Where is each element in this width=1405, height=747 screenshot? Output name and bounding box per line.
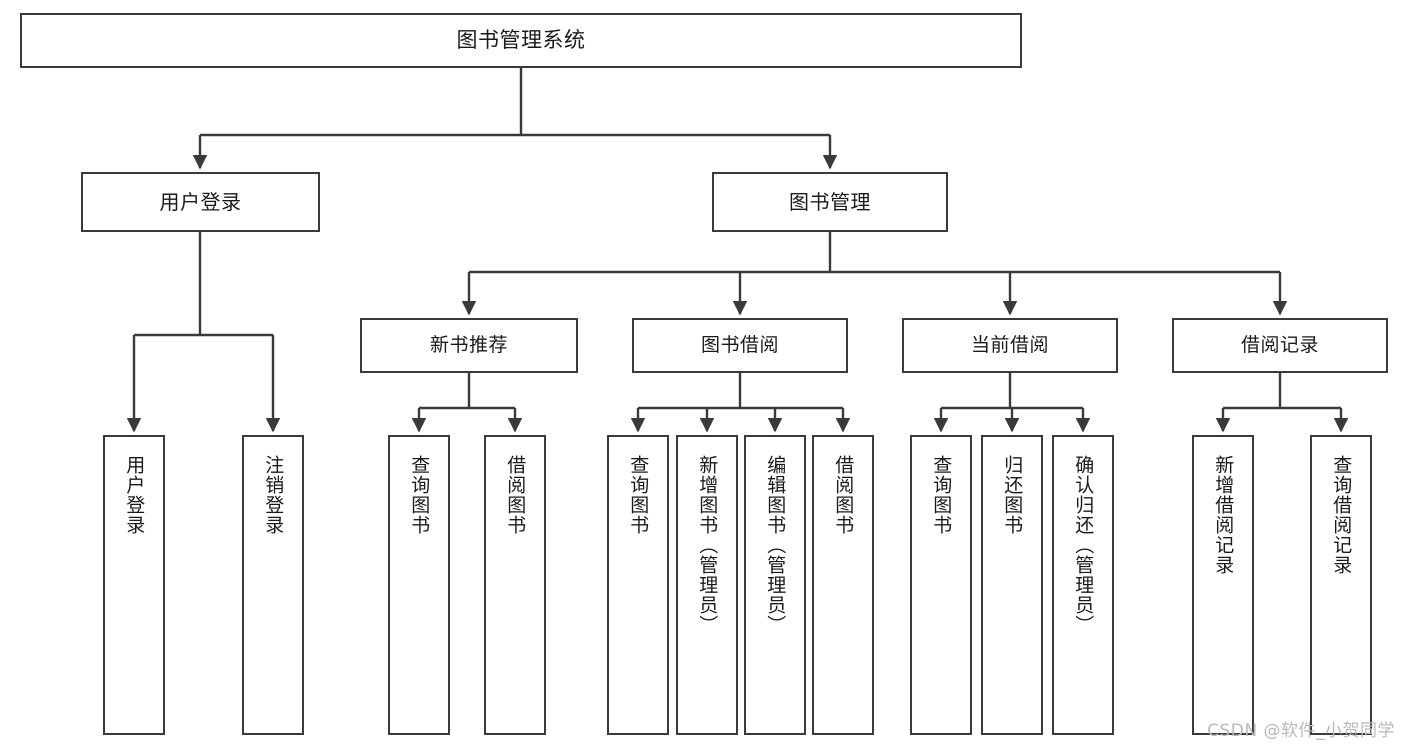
node-leaf-edit-book[interactable]: 编辑图书（管理员）	[744, 435, 806, 735]
node-borrow-record[interactable]: 借阅记录	[1172, 318, 1388, 373]
node-current-borrow-label: 当前借阅	[970, 334, 1049, 356]
node-book-manage-label: 图书管理	[789, 190, 871, 214]
node-leaf-user-logout[interactable]: 注销登录	[242, 435, 304, 735]
node-leaf-borrow-book[interactable]: 借阅图书	[812, 435, 874, 735]
node-leaf-user-login[interactable]: 用户登录	[103, 435, 165, 735]
node-user-login-label: 用户登录	[159, 190, 242, 214]
node-leaf-edit-book-label: 编辑图书（管理员）	[764, 455, 787, 635]
node-new-book-rec[interactable]: 新书推荐	[360, 318, 578, 373]
node-new-book-rec-label: 新书推荐	[429, 334, 508, 356]
node-leaf-query-book-borrow-label: 查询图书	[627, 455, 650, 535]
node-user-login[interactable]: 用户登录	[81, 172, 320, 232]
node-book-manage[interactable]: 图书管理	[712, 172, 948, 232]
node-leaf-confirm-return-label: 确认归还（管理员）	[1072, 455, 1095, 635]
node-leaf-borrow-book-label: 借阅图书	[832, 455, 855, 535]
node-current-borrow[interactable]: 当前借阅	[902, 318, 1118, 373]
node-leaf-query-book-cur[interactable]: 查询图书	[910, 435, 972, 735]
node-leaf-user-logout-label: 注销登录	[262, 455, 285, 535]
node-leaf-borrow-book-rec[interactable]: 借阅图书	[484, 435, 546, 735]
node-leaf-borrow-book-rec-label: 借阅图书	[504, 455, 527, 535]
node-leaf-add-book-label: 新增图书（管理员）	[696, 455, 719, 635]
node-leaf-return-book-label: 归还图书	[1001, 455, 1024, 535]
node-leaf-return-book[interactable]: 归还图书	[981, 435, 1043, 735]
node-leaf-query-record[interactable]: 查询借阅记录	[1310, 435, 1372, 735]
node-leaf-add-record-label: 新增借阅记录	[1212, 455, 1235, 575]
node-leaf-query-book-rec-label: 查询图书	[408, 455, 431, 535]
node-leaf-confirm-return[interactable]: 确认归还（管理员）	[1052, 435, 1114, 735]
node-book-borrow[interactable]: 图书借阅	[632, 318, 848, 373]
node-borrow-record-label: 借阅记录	[1240, 334, 1319, 356]
node-leaf-query-record-label: 查询借阅记录	[1330, 455, 1353, 575]
node-root[interactable]: 图书管理系统	[20, 13, 1022, 68]
node-leaf-user-login-label: 用户登录	[123, 455, 146, 535]
node-book-borrow-label: 图书借阅	[700, 334, 779, 356]
node-leaf-query-book-borrow[interactable]: 查询图书	[607, 435, 669, 735]
node-leaf-query-book-rec[interactable]: 查询图书	[388, 435, 450, 735]
node-leaf-query-book-cur-label: 查询图书	[930, 455, 953, 535]
node-leaf-add-record[interactable]: 新增借阅记录	[1192, 435, 1254, 735]
node-root-label: 图书管理系统	[456, 28, 586, 52]
node-leaf-add-book[interactable]: 新增图书（管理员）	[676, 435, 738, 735]
